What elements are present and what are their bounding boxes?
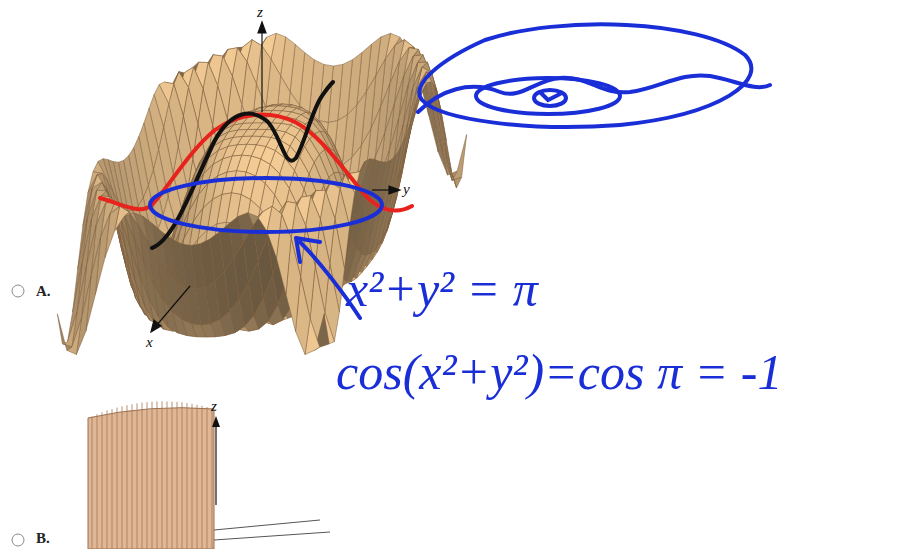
axis-label: y <box>403 181 410 198</box>
mesh-line <box>152 402 153 549</box>
surface-patch <box>57 314 72 351</box>
mesh-line <box>112 409 113 549</box>
arrow-head <box>258 22 266 33</box>
mesh-line <box>212 408 213 549</box>
radio-button <box>12 534 24 546</box>
axis-label: z <box>211 398 217 415</box>
mesh-line <box>192 404 193 549</box>
mesh-line <box>197 405 198 549</box>
z-axis <box>215 424 216 505</box>
mesh-line <box>102 412 103 549</box>
mesh-line <box>92 416 93 549</box>
mesh-line <box>187 403 188 549</box>
center-mark <box>540 92 560 100</box>
surface-patch <box>86 238 101 331</box>
surface-patch <box>76 276 91 354</box>
contour-sketch <box>418 24 770 127</box>
mesh-line <box>97 414 98 549</box>
mesh-line <box>122 406 123 549</box>
arrow-head <box>151 320 161 332</box>
mesh-line <box>167 401 168 549</box>
arrow-head <box>296 238 320 262</box>
surface-plot-b <box>88 401 330 549</box>
blue-level-curve <box>150 178 382 232</box>
mesh-line <box>127 405 128 549</box>
middle-contour <box>476 78 620 114</box>
option-letter: B. <box>36 530 50 547</box>
surface-patch <box>432 78 447 158</box>
option-letter: A. <box>36 283 51 300</box>
mesh-lines <box>92 401 212 549</box>
mesh-line <box>162 401 163 549</box>
mesh-line <box>147 402 148 549</box>
mesh-line <box>214 520 320 530</box>
surface-sheet <box>88 408 214 549</box>
handwritten-equation: cos(x²+y²)=cos π = -1 <box>336 345 782 400</box>
surface-patch <box>257 206 272 231</box>
mesh-line <box>172 402 173 549</box>
z-axis <box>261 30 262 112</box>
mesh-line <box>202 406 203 549</box>
mesh-line <box>142 403 143 549</box>
mesh-line <box>137 403 138 549</box>
inner-contour <box>534 90 566 106</box>
axis-label: z <box>257 4 263 21</box>
mesh-line <box>177 402 178 549</box>
radio-button <box>12 285 24 297</box>
mesh-line <box>214 532 330 540</box>
mesh-line <box>207 407 208 549</box>
arrow-head <box>212 416 220 427</box>
x-axis <box>156 286 190 326</box>
mesh-line <box>182 402 183 549</box>
red-curve <box>100 114 412 210</box>
mesh-line <box>132 404 133 549</box>
surface-patch <box>134 213 149 243</box>
mesh-line <box>157 401 158 549</box>
handwritten-equation: x²+y² = π <box>346 262 538 317</box>
mesh-line <box>117 408 118 549</box>
axis-label: x <box>146 334 153 351</box>
mesh-line <box>107 411 108 549</box>
arrow-head <box>389 186 400 194</box>
